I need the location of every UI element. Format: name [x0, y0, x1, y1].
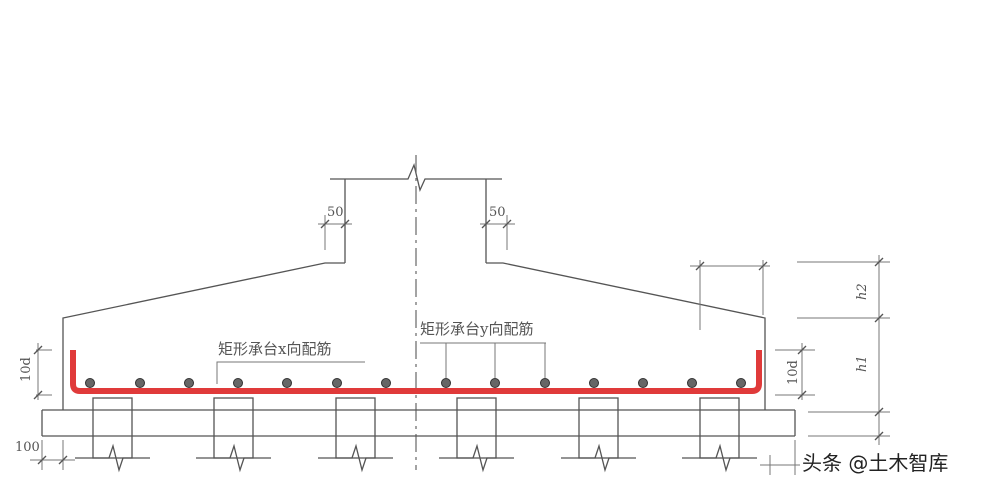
rebar-dot: [441, 378, 451, 388]
pile: [561, 397, 636, 473]
svg-text:h1: h1: [855, 355, 870, 372]
rebar-dot: [184, 378, 194, 388]
pile: [439, 397, 514, 473]
rebar-dot: [687, 378, 697, 388]
rebar-dot: [85, 378, 95, 388]
piles: [75, 397, 757, 473]
x-rebar: [70, 350, 762, 394]
watermark: 头条 @土木智库: [802, 451, 949, 475]
rebar-dot: [540, 378, 550, 388]
pile: [75, 397, 150, 473]
svg-text:h2: h2: [855, 283, 870, 300]
svg-text:10d: 10d: [786, 360, 801, 385]
dim-100-right: [760, 440, 800, 475]
pile-cap-outline: [62, 262, 345, 410]
x-rebar-leader: [216, 361, 365, 384]
svg-text:50: 50: [489, 205, 506, 220]
pile: [196, 397, 271, 473]
y-rebar-dots: [85, 378, 746, 388]
dim-slope-width: [690, 260, 770, 330]
rebar-dot: [381, 378, 391, 388]
cushion-layer: [41, 409, 796, 437]
dim-10d-right: 10d: [775, 343, 815, 400]
rebar-dot: [282, 378, 292, 388]
column: [330, 162, 502, 263]
svg-text:50: 50: [327, 205, 344, 220]
dim-100-left: 100: [15, 440, 75, 470]
rebar-dot: [736, 378, 746, 388]
rebar-dot: [332, 378, 342, 388]
dim-50-right: 50: [480, 205, 515, 250]
rebar-dot: [135, 378, 145, 388]
y-rebar-leader: [420, 342, 546, 378]
rebar-dot: [490, 378, 500, 388]
y-rebar-label: 矩形承台y向配筋: [420, 320, 533, 338]
pile: [682, 397, 757, 473]
dim-h1-h2: h2 h1: [797, 255, 890, 445]
x-rebar-label: 矩形承台x向配筋: [218, 340, 331, 358]
dim-10d-left: 10d: [19, 343, 52, 400]
rebar-dot: [638, 378, 648, 388]
svg-text:100: 100: [15, 440, 40, 455]
pile-cap-outline-right: [486, 262, 766, 410]
rebar-dot: [233, 378, 243, 388]
dim-50-left: 50: [318, 205, 352, 250]
svg-text:10d: 10d: [19, 357, 34, 382]
pile: [318, 397, 393, 473]
rebar-dot: [589, 378, 599, 388]
